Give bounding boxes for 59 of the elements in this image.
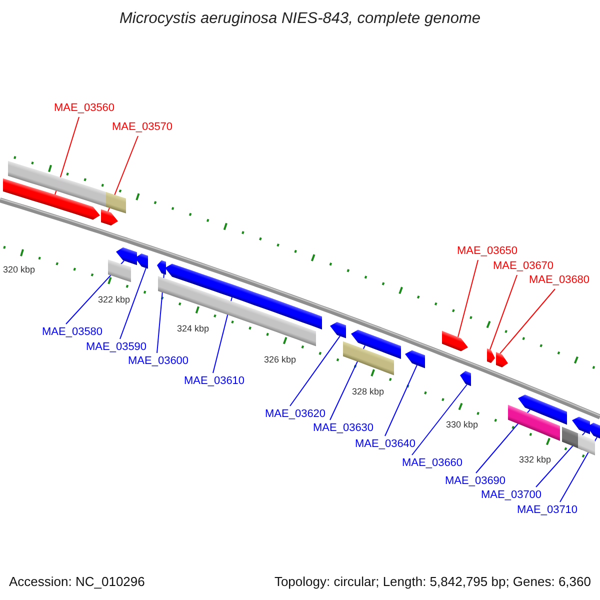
gene-bar	[487, 348, 495, 363]
accession-text: Accession: NC_010296	[9, 574, 145, 589]
gene-bar	[405, 350, 425, 368]
leader-line	[458, 260, 478, 338]
gene-bar	[460, 370, 471, 386]
genome-summary-text: Topology: circular; Length: 5,842,795 bp; Genes: 6,360	[274, 574, 591, 589]
leader-line	[412, 384, 468, 456]
gene-bar	[496, 352, 508, 368]
gene-label: MAE_03600	[128, 353, 189, 370]
scale-label: 324 kbp	[176, 324, 210, 334]
gene-label: MAE_03610	[184, 373, 245, 390]
gene-label: MAE_03680	[529, 272, 590, 289]
gene-bar	[351, 330, 401, 359]
gene-bar	[135, 254, 148, 269]
gene-label: MAE_03620	[265, 406, 326, 423]
gene-label: MAE_03560	[54, 100, 115, 117]
leader-line	[536, 432, 586, 488]
gene-label: MAE_03650	[457, 243, 518, 260]
gene-label: MAE_03660	[402, 455, 463, 472]
leader-line	[384, 364, 418, 436]
feature-bar	[158, 276, 316, 346]
feature-bar	[108, 260, 131, 282]
scale-label: 332 kbp	[518, 454, 552, 466]
leader-line	[120, 268, 146, 340]
gene-label: MAE_03630	[313, 420, 374, 437]
scale-label: 322 kbp	[98, 294, 130, 306]
scale-label: 320 kbp	[2, 264, 36, 276]
feature-bar	[106, 192, 126, 214]
gene-label: MAE_03690	[445, 473, 506, 490]
feature-bar	[578, 433, 595, 456]
gene-label: MAE_03580	[42, 324, 103, 341]
gene-bar	[157, 260, 166, 275]
feature-bar	[8, 160, 107, 208]
scale-label: 330 kbp	[446, 420, 478, 430]
gene-bar	[572, 416, 590, 434]
leader-line	[290, 336, 340, 406]
feature-bar	[343, 341, 394, 376]
gene-bar	[442, 330, 468, 352]
gene-bar	[518, 394, 567, 425]
gene-label: MAE_03570	[112, 119, 173, 136]
gene-label: MAE_03670	[493, 258, 554, 275]
leader-line	[108, 136, 138, 212]
gene-label: MAE_03710	[517, 502, 578, 519]
gene-label: MAE_03640	[355, 436, 416, 453]
gene-bar	[3, 178, 100, 220]
scale-label: 326 kbp	[264, 354, 296, 366]
gene-label: MAE_03590	[86, 339, 147, 356]
diagram-title: Microcystis aeruginosa NIES-843, complete genome	[120, 10, 480, 27]
gene-bar	[587, 422, 600, 438]
leader-line	[490, 274, 518, 350]
scale-label: 328 kbp	[352, 386, 384, 398]
gene-label: MAE_03700	[481, 487, 542, 504]
leader-line	[500, 288, 556, 354]
feature-bar	[508, 404, 560, 441]
leader-line	[560, 436, 598, 502]
leader-line	[66, 260, 124, 324]
gene-bar	[330, 322, 346, 338]
gene-bar	[116, 247, 137, 266]
gene-bar	[101, 209, 118, 226]
